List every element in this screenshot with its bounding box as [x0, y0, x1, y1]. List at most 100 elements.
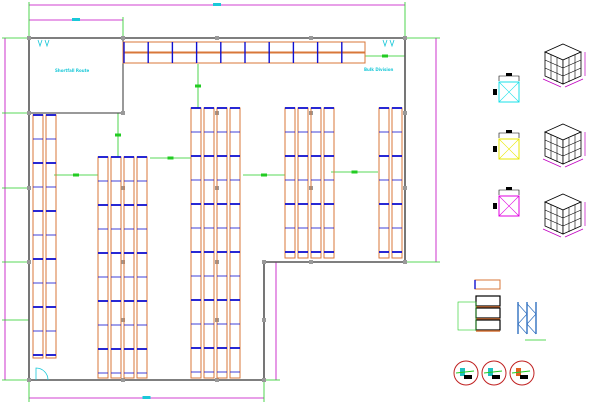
column-post	[121, 111, 125, 115]
column-post	[215, 36, 219, 40]
rack-column	[391, 107, 403, 259]
pallet-tag	[493, 203, 497, 209]
rack-column	[310, 107, 322, 259]
column-post	[403, 260, 407, 264]
pallet-dimension	[498, 75, 520, 81]
aisle-dimension-text	[382, 54, 388, 58]
column-post	[27, 260, 31, 264]
column-post	[403, 186, 407, 190]
rack-column	[32, 114, 44, 359]
column-post	[27, 111, 31, 115]
cube-dimension	[542, 78, 562, 88]
cube-grid	[562, 147, 582, 157]
pallet-cross	[498, 195, 520, 217]
rack-column	[136, 156, 148, 379]
pallet-symbol	[498, 138, 520, 160]
forklift-icon-base	[464, 375, 472, 379]
pallet-elevation	[475, 319, 501, 331]
rack-rows	[32, 41, 403, 379]
office-wall	[29, 38, 124, 114]
rack-column	[229, 107, 241, 379]
door-symbol	[37, 39, 50, 48]
rack-column	[123, 156, 135, 379]
column-post	[262, 378, 266, 382]
pallet-tag	[506, 187, 512, 190]
aisle-dimension-text	[115, 133, 121, 137]
pallet-cube-stack	[542, 193, 586, 238]
column-post	[27, 36, 31, 40]
dock-label: Bulk Division	[364, 67, 393, 72]
pallet-tag	[506, 73, 512, 76]
dimension-text	[142, 396, 151, 399]
rack-column	[378, 107, 390, 259]
column-post	[262, 318, 266, 322]
cube-grid	[544, 67, 564, 77]
cube-dimension	[564, 158, 584, 168]
dimension-lines	[2, 2, 440, 402]
pallet-tag	[493, 146, 497, 152]
rack-column	[284, 107, 296, 259]
column-post	[403, 36, 407, 40]
cube-grid	[544, 147, 564, 157]
pallet-cube-stack	[542, 123, 586, 168]
forklift-icon-dimension	[455, 370, 475, 374]
office-label: Shortfall Route	[55, 68, 90, 73]
rack-row-horizontal	[122, 41, 366, 53]
rack-column	[216, 107, 228, 379]
column-post	[121, 186, 125, 190]
pallet-symbol	[498, 81, 520, 103]
rack-column	[97, 156, 109, 379]
building-walls	[27, 36, 407, 382]
cube-grid	[562, 59, 582, 69]
aisle-dimension-text	[167, 156, 174, 160]
column-post	[309, 36, 313, 40]
pallet-tag	[506, 130, 512, 133]
door-swing	[35, 367, 49, 381]
cube-grid	[562, 139, 582, 149]
pallet-dimension	[498, 132, 520, 138]
rack-column	[297, 107, 309, 259]
column-post	[215, 378, 219, 382]
column-post	[121, 260, 125, 264]
dimension-text	[72, 18, 80, 21]
pallet-elevation	[475, 307, 501, 319]
stacker-icon-base	[520, 375, 528, 379]
dimension-text	[213, 3, 221, 6]
rack-bracing	[517, 303, 537, 335]
rack-column	[190, 107, 202, 379]
pallet-dimension	[498, 189, 520, 195]
pallet-jack-icon-dimension	[483, 370, 503, 374]
rack-plan-symbol	[474, 279, 501, 290]
cube-grid	[544, 217, 564, 227]
cube-grid	[544, 59, 564, 69]
aisle-dimension-text	[195, 84, 201, 88]
cube-grid	[544, 209, 564, 219]
cube-dimension	[542, 158, 562, 168]
pallet-cross	[498, 138, 520, 160]
rack-column	[203, 107, 215, 379]
column-post	[27, 186, 31, 190]
pallet-cube-stack	[542, 43, 586, 88]
column-post	[121, 378, 125, 382]
cube-dimension	[542, 228, 562, 238]
cube-grid	[562, 209, 582, 219]
pallet-tag	[493, 89, 497, 95]
pallet-elevation	[475, 295, 501, 307]
rack-column	[45, 114, 57, 359]
aisle-dimension-text	[73, 173, 79, 177]
column-post	[309, 260, 313, 264]
rack-column	[110, 156, 122, 379]
door-symbol	[382, 39, 395, 48]
aisle-dimension-text	[261, 173, 267, 177]
column-post	[262, 260, 266, 264]
rack-row-horizontal	[122, 52, 366, 64]
aisle-dimension-text	[351, 170, 358, 174]
cube-grid	[544, 139, 564, 149]
pallet-jack-icon-base	[492, 375, 500, 379]
stacker-icon-dimension	[511, 370, 531, 374]
column-post	[27, 378, 31, 382]
cube-grid	[562, 217, 582, 227]
pallet-symbol	[498, 195, 520, 217]
